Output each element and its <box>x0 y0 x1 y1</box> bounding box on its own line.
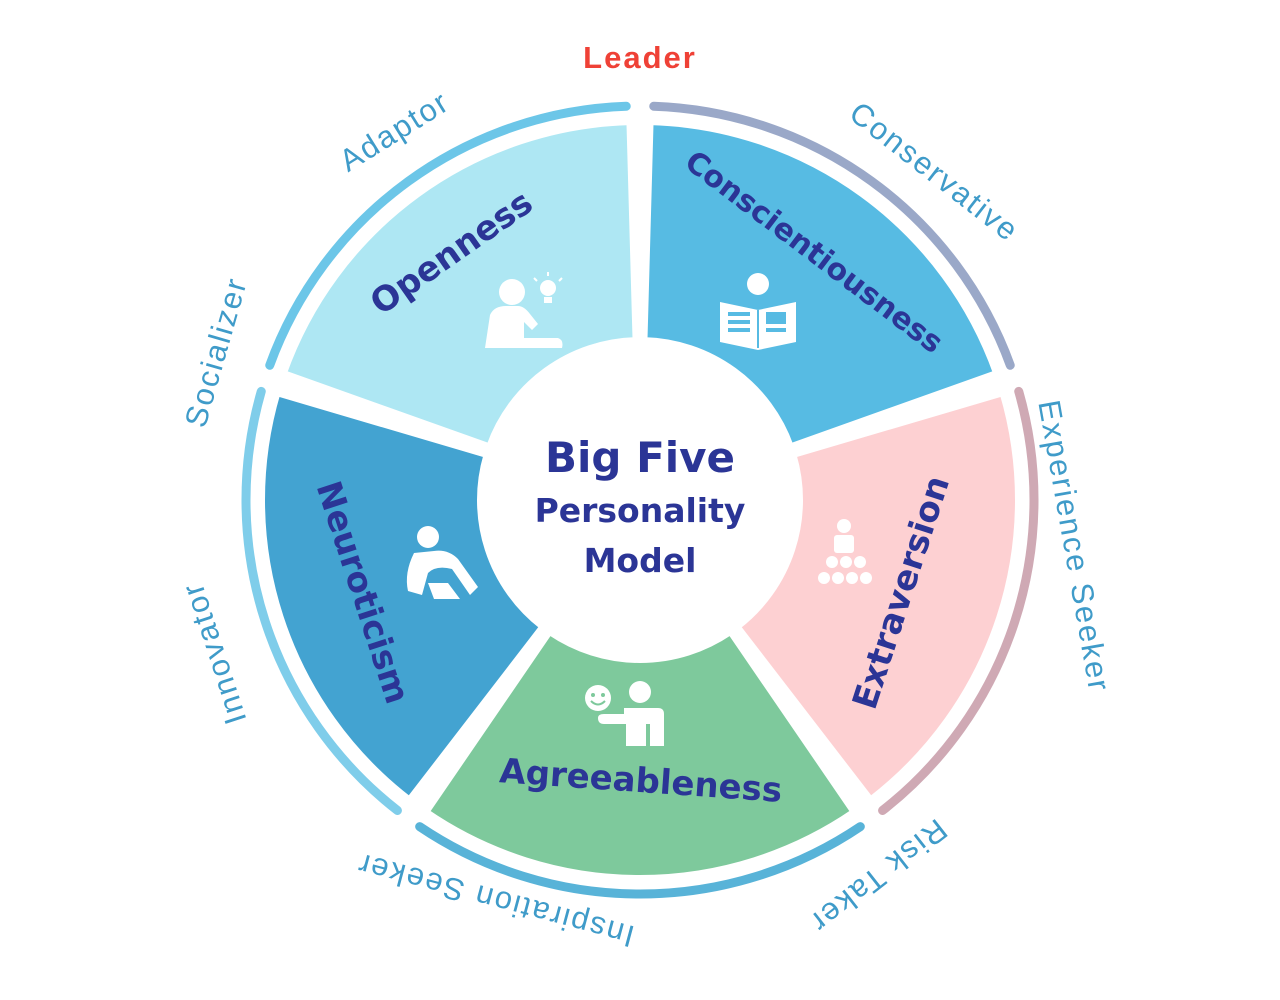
ring-segment-agreeableness <box>415 822 865 899</box>
sector-conscientiousness <box>641 119 1000 450</box>
person-smiley-icon <box>585 681 664 746</box>
sector-neuroticism <box>259 390 546 803</box>
outer-label-innovator: Innovator <box>175 578 254 729</box>
center-title-line3: Model <box>584 541 697 580</box>
ring-segment-openness <box>265 101 631 370</box>
outer-label-leader: Leader <box>583 40 697 75</box>
outer-ring <box>241 101 1039 899</box>
center-title-line1: Big Five <box>545 433 735 482</box>
trait-sectors <box>259 119 1021 881</box>
person-reading-newspaper-icon <box>720 273 796 350</box>
ring-segment-extraversion <box>878 386 1039 815</box>
ring-segment-conscientiousness <box>649 101 1015 370</box>
ring-segment-neuroticism <box>241 386 402 815</box>
outer-label-experience-seeker: Experience Seeker <box>1031 397 1117 695</box>
sector-openness <box>280 119 639 450</box>
speaker-audience-icon <box>818 519 872 584</box>
center-title-line2: Personality <box>535 491 746 530</box>
sector-extraversion <box>734 390 1021 803</box>
outer-label-socializer: Socializer <box>178 273 254 431</box>
person-sitting-hugging-knees-icon <box>406 526 478 599</box>
sector-agreeableness <box>423 629 857 881</box>
center-circle <box>492 352 788 648</box>
person-lightbulb-icon <box>485 272 563 348</box>
